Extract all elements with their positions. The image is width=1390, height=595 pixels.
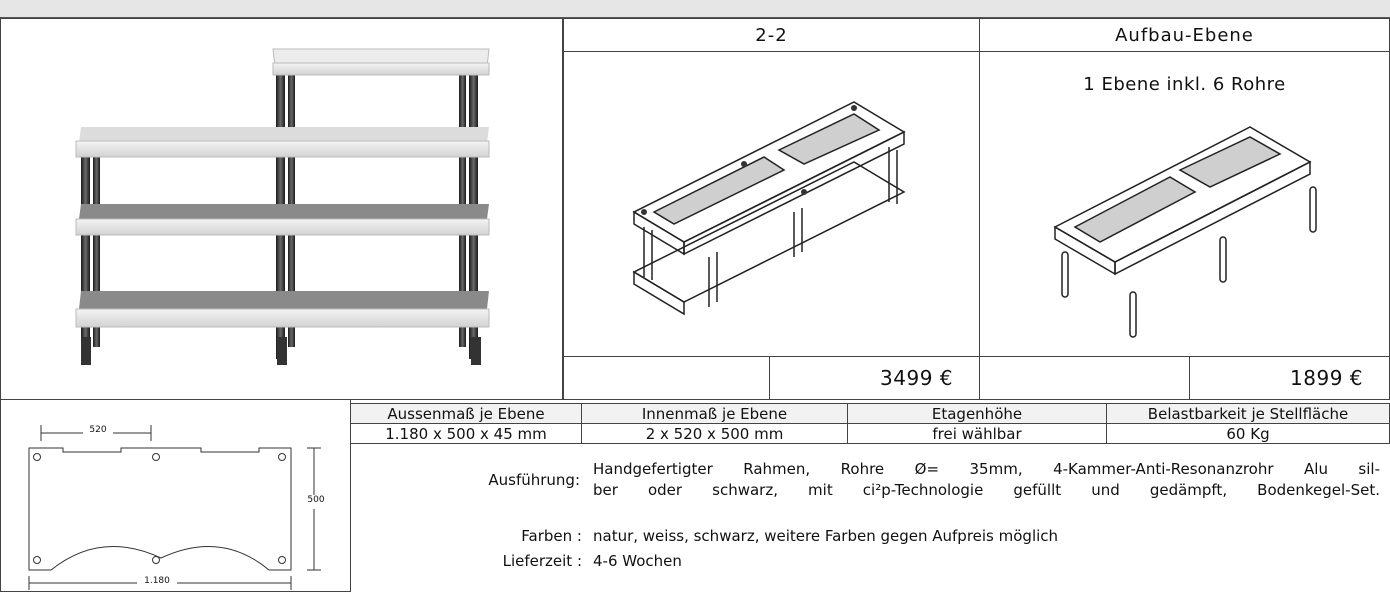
product-subtitle: 1 Ebene inkl. 6 Rohre (1083, 74, 1286, 95)
rack-2-2-drawing (632, 101, 906, 316)
ausfuehrung-label: Ausführung: (488, 471, 580, 489)
spec-value-cell: 2 x 520 x 500 mm (581, 423, 848, 444)
product-title-2-2: 2-2 (563, 18, 980, 52)
spec-header-cell: Aussenmaß je Ebene (350, 403, 582, 424)
farben-value: natur, weiss, schwarz, weitere Farben ge… (593, 527, 1059, 545)
spec-value-cell: frei wählbar (847, 423, 1107, 444)
dimension-drawing (28, 425, 321, 590)
top-bar (0, 0, 1390, 18)
spec-header-cell: Belastbarkeit je Stellfläche (1106, 403, 1390, 424)
ausfuehrung-line-1: Handgefertigter Rahmen, Rohre Ø= 35mm, 4… (593, 460, 1380, 478)
rack-photo (75, 48, 490, 365)
lieferzeit-value: 4-6 Wochen (593, 552, 682, 570)
aufbau-ebene-drawing (1053, 126, 1317, 338)
product-title-aufbau-ebene: Aufbau-Ebene (979, 18, 1390, 52)
farben-label: Farben : (521, 527, 582, 545)
spec-table: Aussenmaß je Ebene Innenmaß je Ebene Eta… (350, 403, 1390, 444)
price-2-2: 3499 € (769, 356, 980, 400)
price-aufbau-ebene: 1899 € (1189, 356, 1390, 400)
spec-header-cell: Etagenhöhe (847, 403, 1107, 424)
spec-value-cell: 1.180 x 500 x 45 mm (350, 423, 582, 444)
lieferzeit-label: Lieferzeit : (502, 552, 582, 570)
product-image-cell (563, 51, 980, 357)
spec-header-cell: Innenmaß je Ebene (581, 403, 848, 424)
width-label: 520 (83, 425, 113, 439)
total-width-label: 1.180 (137, 576, 177, 590)
dimension-drawing-cell: 520 500 1.180 (0, 399, 351, 592)
product-photo-cell (0, 18, 563, 400)
spec-value-cell: 60 Kg (1106, 423, 1390, 444)
product-image-cell-2: 1 Ebene inkl. 6 Rohre (979, 51, 1390, 357)
price-empty-cell (563, 356, 770, 400)
price-empty-cell-2 (979, 356, 1190, 400)
height-label: 500 (306, 495, 326, 509)
ausfuehrung-line-2: ber oder schwarz, mit ci²p-Technologie g… (593, 481, 1380, 499)
